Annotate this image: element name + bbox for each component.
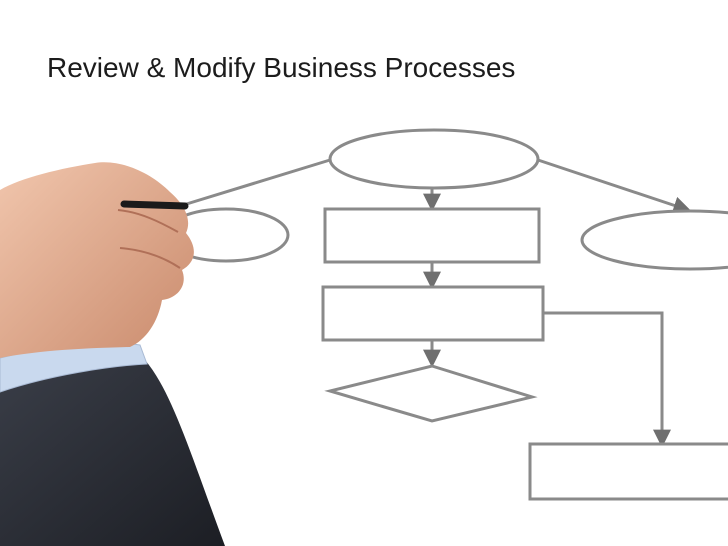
suit-sleeve: [0, 360, 225, 546]
flowchart-decision-diamond: [324, 364, 538, 423]
connector-box2-to-bottom-box: [543, 311, 671, 448]
finger-crease: [119, 247, 181, 269]
flowchart-process-box-2: [321, 285, 545, 342]
connector-top-to-left: [179, 158, 331, 208]
hand: [0, 162, 194, 358]
marker-pen: [120, 200, 189, 210]
finger-crease: [117, 209, 179, 233]
flowchart-bottom-right-box: [528, 442, 728, 501]
connector-lines: [179, 158, 692, 448]
flowchart-right-oval: [580, 209, 728, 271]
flowchart-top-oval: [328, 128, 540, 190]
connector-top-to-right: [537, 158, 692, 214]
hand-illustration: [0, 162, 225, 546]
flowchart-process-box-1: [323, 207, 541, 264]
slide-title: Review & Modify Business Processes: [47, 52, 516, 83]
